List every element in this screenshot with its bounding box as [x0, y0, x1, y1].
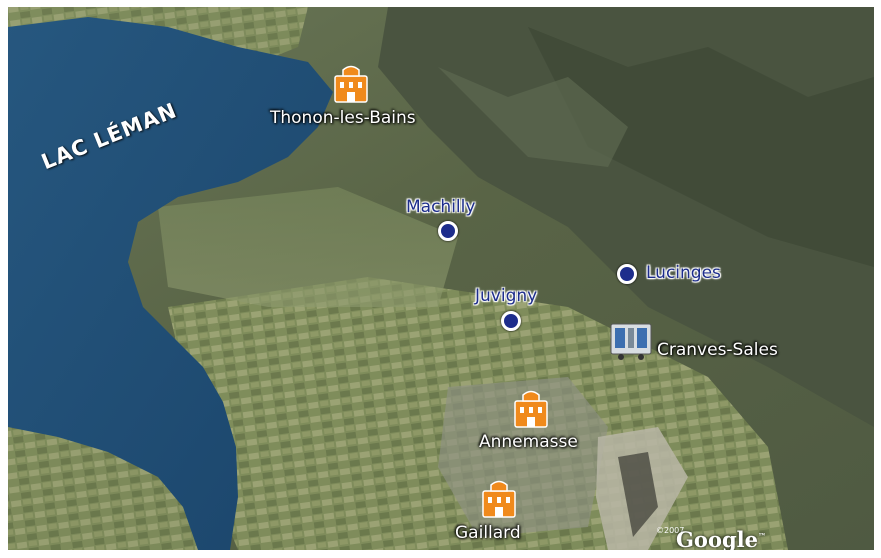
mountain-ridge — [528, 27, 874, 267]
mobile-unit-icon[interactable] — [609, 320, 655, 362]
plateau — [158, 187, 458, 307]
village-marker-machilly[interactable] — [438, 221, 458, 241]
city-label-thonon: Thonon-les-Bains — [270, 108, 416, 128]
village-label-lucinges: Lucinges — [646, 263, 721, 283]
satellite-map[interactable] — [8, 7, 874, 550]
village-marker-lucinges[interactable] — [617, 264, 637, 284]
copyright-text: ©2007 — [656, 526, 685, 535]
building-icon[interactable] — [481, 479, 517, 519]
trademark-mark: ™ — [757, 531, 766, 541]
building-icon[interactable] — [333, 64, 369, 104]
map-frame: LAC LÉMAN Thonon-les-Bains Annemasse Gai… — [8, 7, 874, 550]
village-marker-juvigny[interactable] — [501, 311, 521, 331]
building-icon[interactable] — [513, 389, 549, 429]
google-logo-text: Google — [676, 527, 758, 550]
google-logo: Google™ — [676, 527, 766, 550]
lake-leman — [8, 17, 333, 550]
mountain-slope — [438, 67, 628, 167]
city-label-annemasse: Annemasse — [479, 432, 578, 452]
site-label-cranves-sales: Cranves-Sales — [657, 340, 778, 360]
urban-area — [438, 377, 608, 537]
southern-farmland — [8, 427, 208, 550]
village-label-juvigny: Juvigny — [475, 286, 538, 306]
village-label-machilly: Machilly — [406, 197, 476, 217]
city-label-gaillard: Gaillard — [455, 523, 521, 543]
